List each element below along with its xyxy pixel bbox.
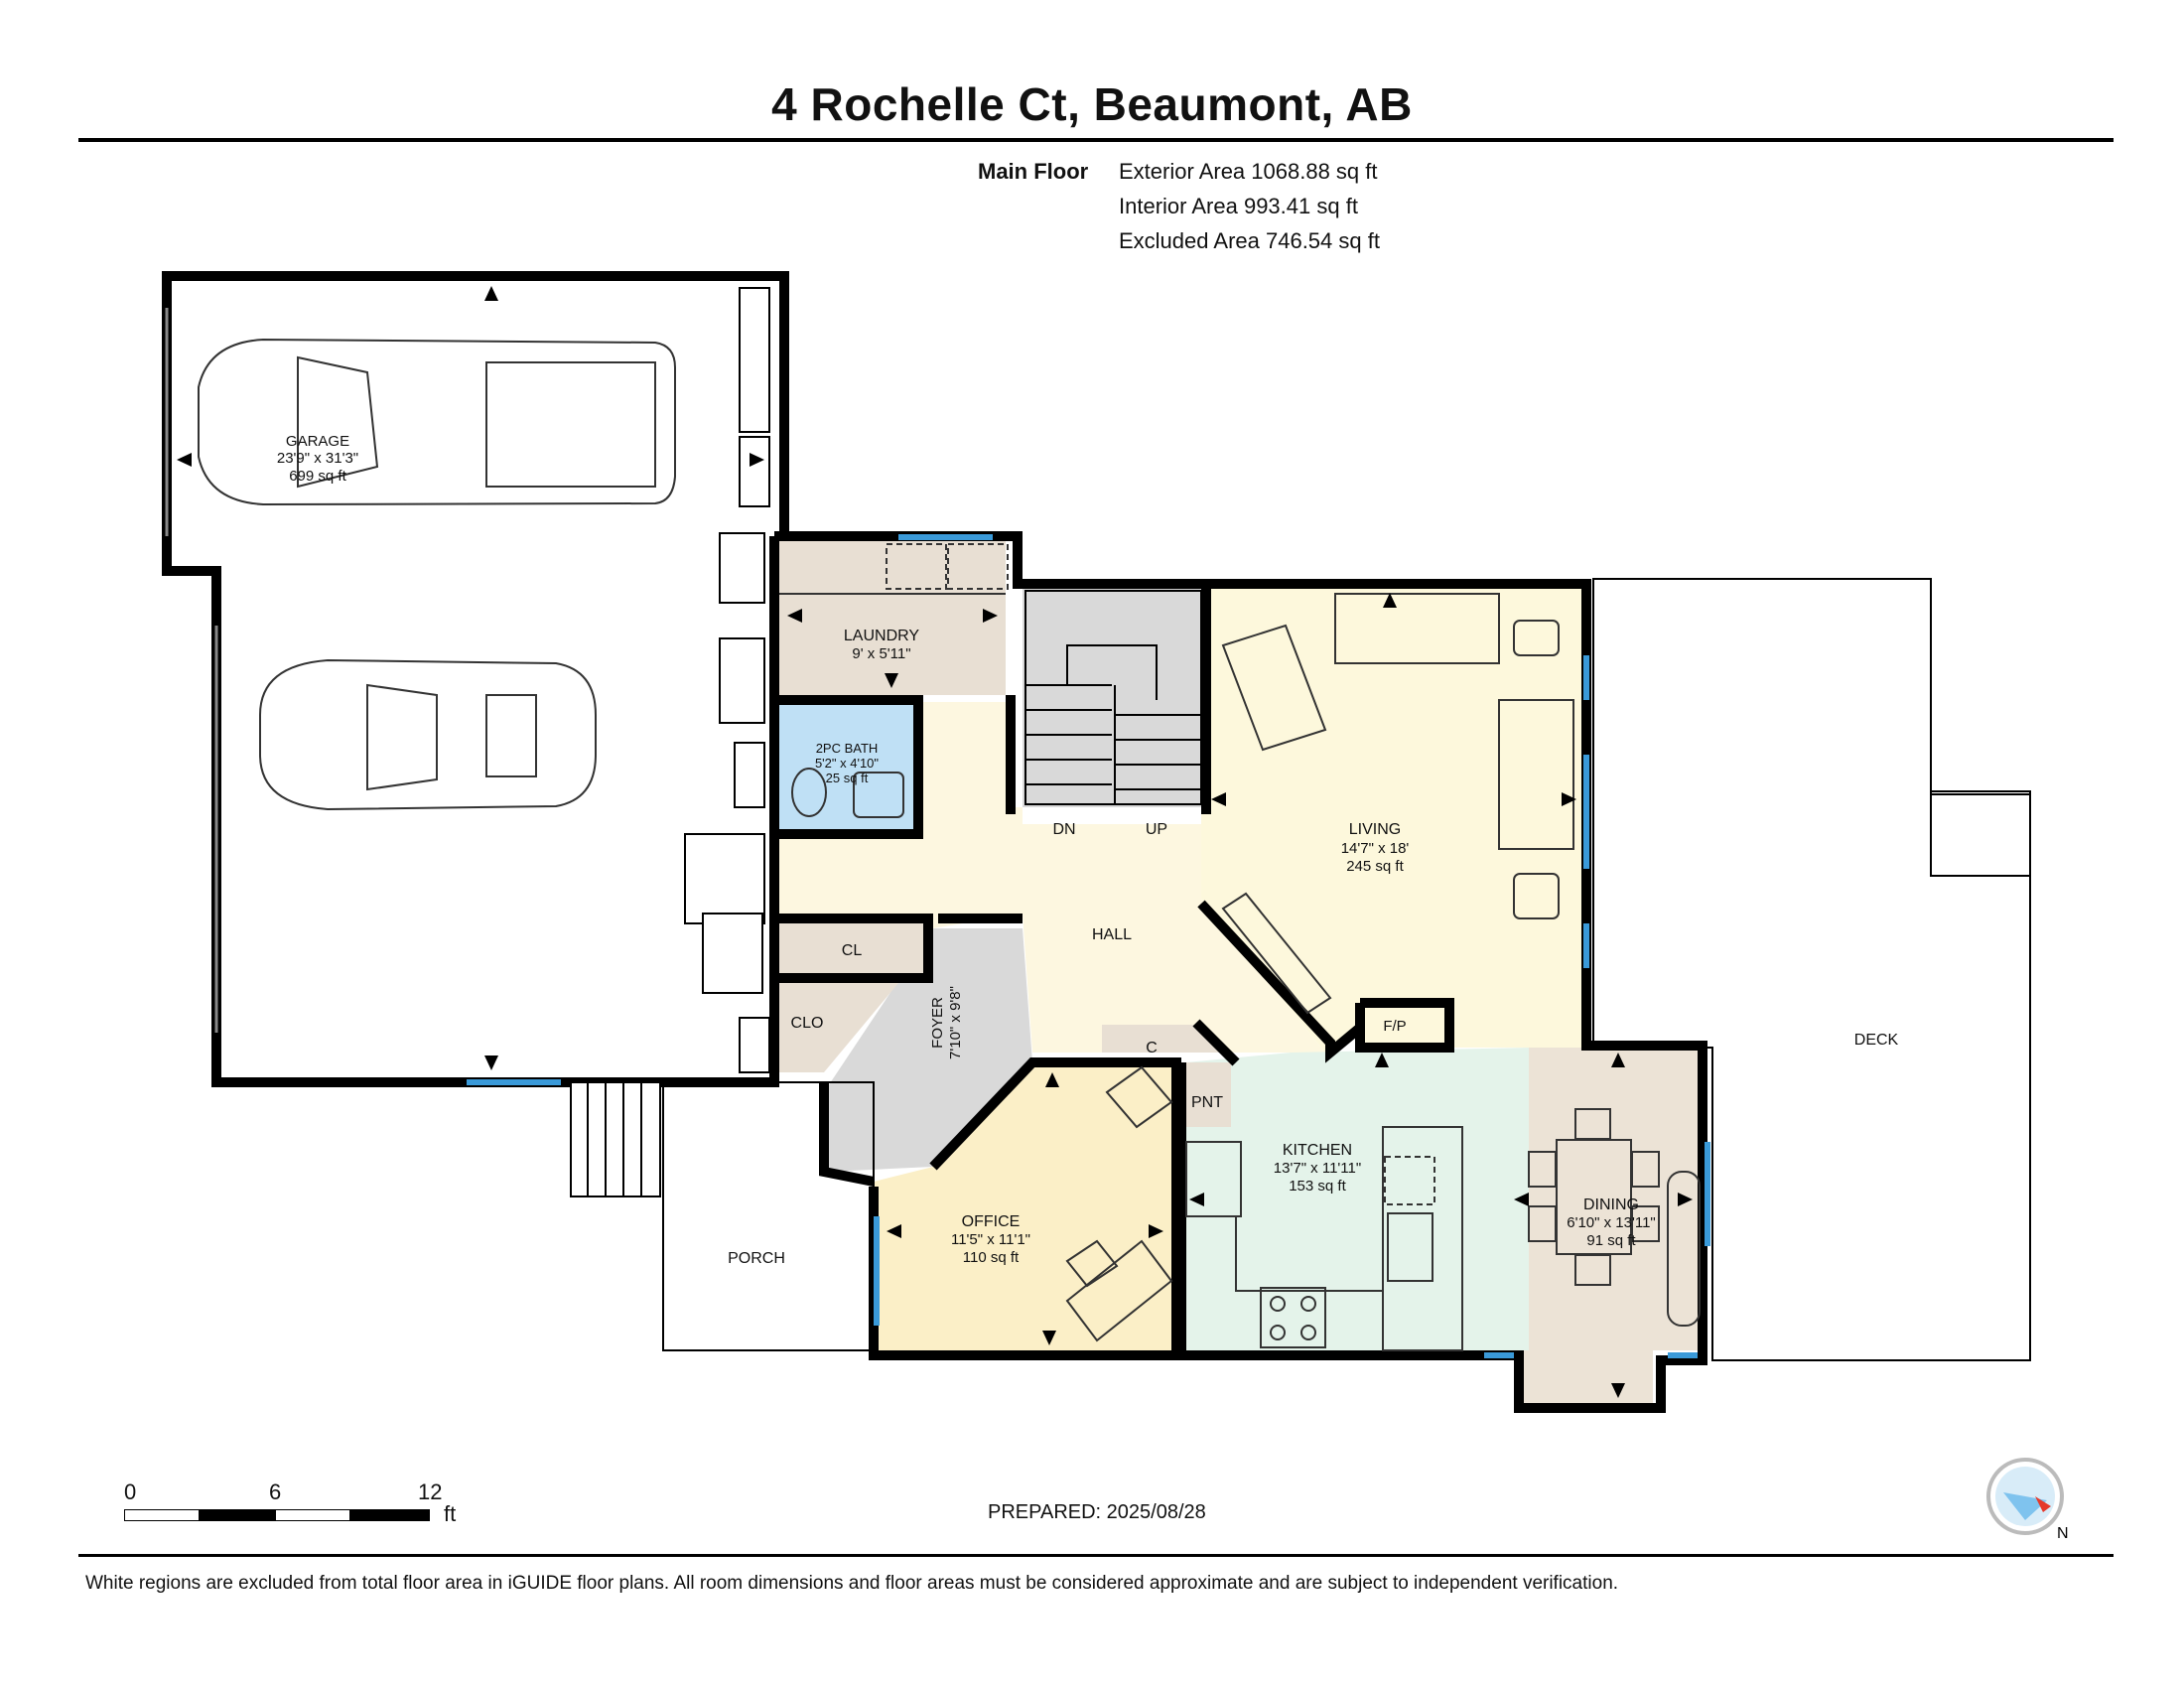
laundry-dims: 9' x 5'11" [852, 645, 910, 662]
stairs-fill [1023, 588, 1201, 807]
c-label: C [1146, 1040, 1158, 1056]
garage-dims: 23'9" x 31'3" [277, 450, 358, 467]
c-fill [1102, 1025, 1221, 1053]
living-dims: 14'7" x 18' [1341, 840, 1410, 857]
dining-dims: 6'10" x 13'11" [1567, 1214, 1656, 1231]
dining-fill [1529, 1048, 1703, 1350]
laundry-name: LAUNDRY [844, 628, 920, 644]
garage-area: 699 sq ft [289, 468, 346, 485]
garage-name: GARAGE [286, 433, 349, 450]
bath-fixtures [791, 768, 904, 818]
kitchen-fixtures [1185, 1126, 1463, 1351]
bath-area: 25 sq ft [826, 771, 869, 785]
kitchen-dims: 13'7" x 11'11" [1274, 1160, 1361, 1177]
dining-area: 91 sq ft [1586, 1232, 1636, 1249]
prepared-date: PREPARED: 2025/08/28 [988, 1501, 1206, 1523]
pnt-label: PNT [1191, 1094, 1223, 1111]
living-furniture [1221, 593, 1574, 1015]
scale-segment-1 [124, 1509, 200, 1521]
scale-unit: ft [444, 1501, 457, 1526]
dimension-arrows [177, 286, 1693, 1398]
clo-fill [779, 983, 898, 1072]
bath-name: 2PC BATH [816, 741, 879, 756]
garage-steps [570, 1081, 661, 1197]
clo-label: CLO [791, 1015, 824, 1032]
footer-rule [78, 1554, 2114, 1557]
office-name: OFFICE [962, 1213, 1021, 1230]
laundry-fill [777, 541, 1006, 695]
living-fill [1201, 588, 1581, 1053]
foyer-dims: 7'10" x 9'8" [947, 986, 964, 1059]
compass-north-label: N [2057, 1525, 2069, 1540]
dining-set [1528, 1108, 1701, 1327]
scale-tick-12: 12 [418, 1479, 443, 1504]
interior-area: Interior Area 993.41 sq ft [1119, 194, 1358, 218]
office-furniture [1065, 1065, 1173, 1342]
kitchen-name: KITCHEN [1283, 1142, 1352, 1159]
pnt-fill [1186, 1062, 1231, 1127]
foyer-name: FOYER [929, 997, 946, 1049]
porch-name: PORCH [728, 1250, 785, 1267]
bath-fill [777, 702, 918, 830]
disclaimer: White regions are excluded from total fl… [85, 1573, 1619, 1594]
deck-name: DECK [1854, 1032, 1899, 1049]
bath-dims: 5'2" x 4'10" [815, 756, 879, 771]
scale-tick-0: 0 [124, 1479, 137, 1504]
bumpout-fill [1519, 1350, 1653, 1405]
compass-icon: N [1986, 1458, 2069, 1540]
excluded-area: Excluded Area 746.54 sq ft [1119, 228, 1380, 253]
exterior-area: Exterior Area 1068.88 sq ft [1119, 159, 1378, 184]
dn-label: DN [1052, 821, 1075, 838]
dining-name: DINING [1583, 1196, 1639, 1213]
hall-name: HALL [1092, 926, 1132, 943]
windows [467, 534, 1710, 1358]
hall-fill [777, 702, 1325, 1053]
car-truck [198, 338, 676, 506]
living-name: LIVING [1349, 821, 1401, 838]
laundry-fixtures [779, 543, 1009, 595]
scale-bar: 0 6 12 ft [124, 1479, 481, 1549]
kitchen-fill [1186, 1048, 1529, 1350]
scale-segment-3 [275, 1509, 350, 1521]
up-label: UP [1146, 821, 1167, 838]
cl-fill [779, 918, 923, 973]
stairs [1024, 590, 1202, 805]
header-rule [78, 138, 2114, 142]
office-dims: 11'5" x 11'1" [951, 1231, 1030, 1248]
car-sedan [259, 658, 597, 811]
kitchen-area: 153 sq ft [1289, 1178, 1346, 1195]
cl-label: CL [842, 942, 863, 959]
office-area: 110 sq ft [963, 1249, 1020, 1266]
fp-label: F/P [1383, 1018, 1406, 1035]
page-title: 4 Rochelle Ct, Beaumont, AB [771, 78, 1413, 130]
scale-segment-2 [200, 1509, 275, 1521]
scale-segment-4 [350, 1509, 430, 1521]
garage-cabinets [684, 287, 770, 1073]
deck-step [1930, 790, 2031, 877]
scale-tick-6: 6 [269, 1479, 282, 1504]
living-area: 245 sq ft [1346, 858, 1404, 875]
floor-name: Main Floor [978, 159, 1089, 184]
